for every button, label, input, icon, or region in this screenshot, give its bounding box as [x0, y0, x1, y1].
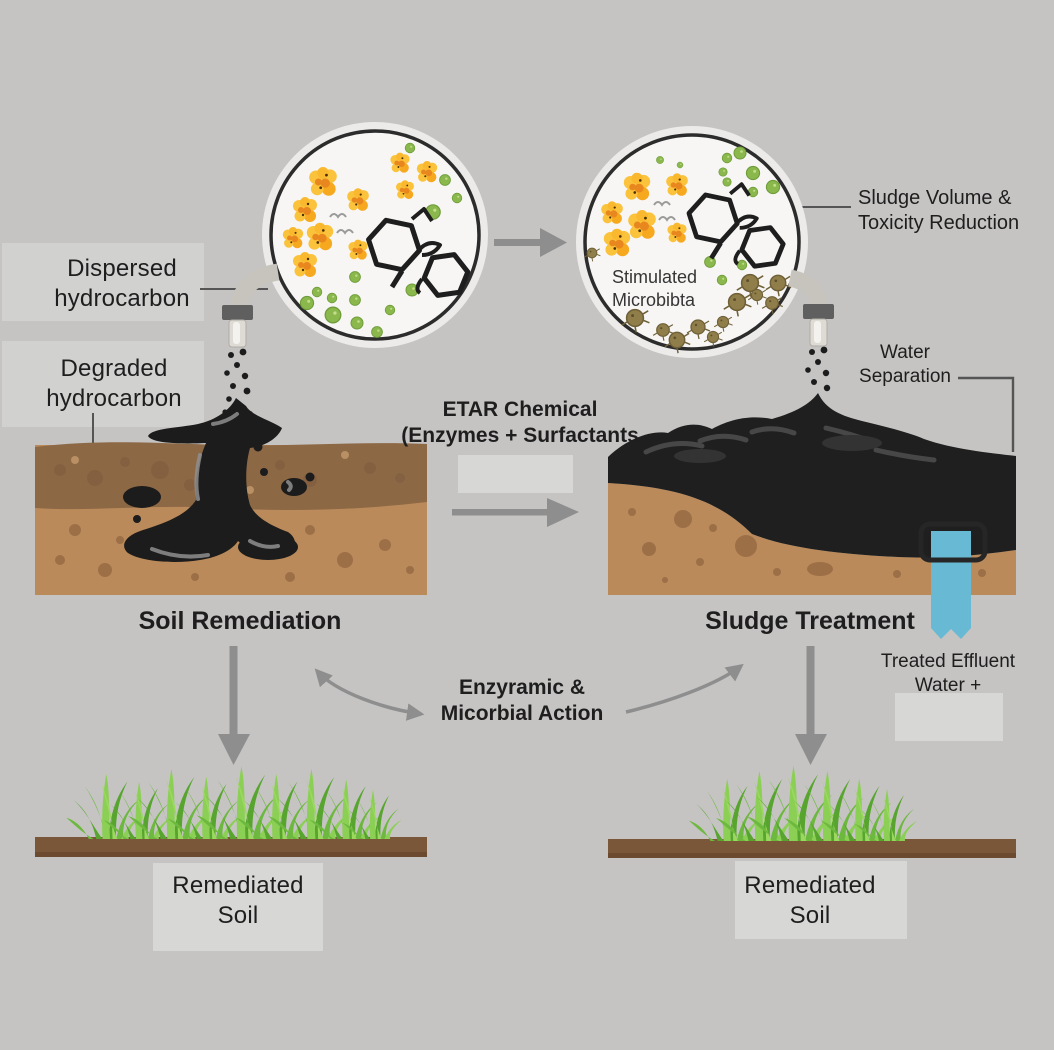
label-sludge-treatment: Sludge Treatment [705, 607, 915, 635]
subsoil [608, 483, 1016, 595]
left-dosing-pipe [222, 263, 280, 417]
label-degraded-hydrocarbon: Degraded hydrocarbon [46, 354, 182, 414]
sludge-mound [608, 393, 1016, 558]
label-backdrop-dispersed [2, 243, 204, 321]
label-etar-chemical: ETAR Chemical (Enzymes + Surfactants [401, 397, 639, 450]
label-line: Toxicity Reduction [858, 212, 1020, 234]
grass-right [688, 765, 917, 841]
left-down-arrow [218, 646, 250, 765]
pipe-collar [222, 305, 253, 320]
label-line: ETAR Chemical [442, 398, 598, 421]
label-remediated-soil-left: Remediated Soil [172, 871, 303, 931]
oil-highlights [150, 412, 293, 559]
cycle-arrow-right [625, 663, 744, 714]
label-line: Micorbial Action [440, 702, 604, 726]
label-dispersed-hydrocarbon: Dispersed hydrocarbon [54, 254, 190, 314]
label-stimulated-microbiota: Stimulated Microbibta [612, 266, 697, 311]
label-line: Remediated [172, 872, 304, 899]
label-line: Stimulated [612, 267, 698, 287]
label-line: Soil [789, 902, 831, 929]
cycle-arrow-left [314, 668, 425, 721]
label-line: Microbibta [612, 289, 696, 310]
label-line: Water [880, 342, 930, 363]
label-line: Sludge Volume & [858, 187, 1012, 209]
label-sludge-volume: Sludge Volume & Toxicity Reduction [858, 186, 1019, 236]
label-backdrop-remediated-left [153, 863, 323, 951]
water-outlet [918, 521, 988, 639]
remediated-soil-right-strip [608, 765, 1016, 858]
label-line: hydrocarbon [46, 385, 182, 412]
soil-to-sludge-arrow [452, 498, 579, 527]
oil-spill [123, 398, 315, 562]
pipe-collar [803, 304, 834, 319]
sludge-highlights [643, 425, 937, 463]
label-line: (Enzymes + Surfactants [401, 424, 639, 448]
flow-arrows [218, 228, 827, 765]
label-line: Remediated [744, 872, 876, 899]
label-soil-remediation: Soil Remediation [138, 607, 342, 635]
label-backdrop-degraded [2, 341, 204, 427]
sludge-treatment-block [608, 393, 1016, 639]
label-remediated-soil-right: Remediated Soil [744, 871, 875, 931]
label-treated-effluent: Treated Effluent Water + [881, 650, 1015, 698]
label-water-separation: Water Separation [859, 341, 951, 389]
label-line: Separation [859, 365, 951, 387]
grass-left [66, 766, 402, 839]
label-line: Treated Effluent [880, 651, 1016, 672]
remediated-soil-left-strip [35, 766, 427, 857]
label-line: Soil [217, 902, 259, 929]
right-magnifier-circle [576, 126, 808, 358]
left-magnifier-circle [262, 122, 488, 348]
water-ribbon [931, 531, 971, 639]
dosing-drops [805, 346, 831, 392]
label-line: Dispersed [67, 255, 177, 282]
label-line: Degraded [60, 355, 168, 382]
label-backdrop-etar [458, 455, 573, 493]
outlet-frame [918, 521, 988, 563]
contaminated-soil-block [35, 398, 427, 595]
label-line: Enzyramic & [458, 676, 586, 699]
label-backdrop-effluent [895, 693, 1003, 741]
right-down-arrow [795, 646, 827, 765]
label-backdrop-remediated-right [735, 861, 907, 939]
water-separation-leader-line [958, 376, 1015, 452]
label-enzymatic-action: Enzyramic & Micorbial Action [441, 675, 604, 728]
sludge-shadow [822, 435, 882, 451]
right-dosing-pipe [787, 269, 834, 392]
label-line: hydrocarbon [54, 285, 190, 312]
circle-to-circle-arrow [494, 228, 567, 257]
sludge-shadow [674, 449, 726, 463]
label-line: Water + [914, 674, 982, 696]
